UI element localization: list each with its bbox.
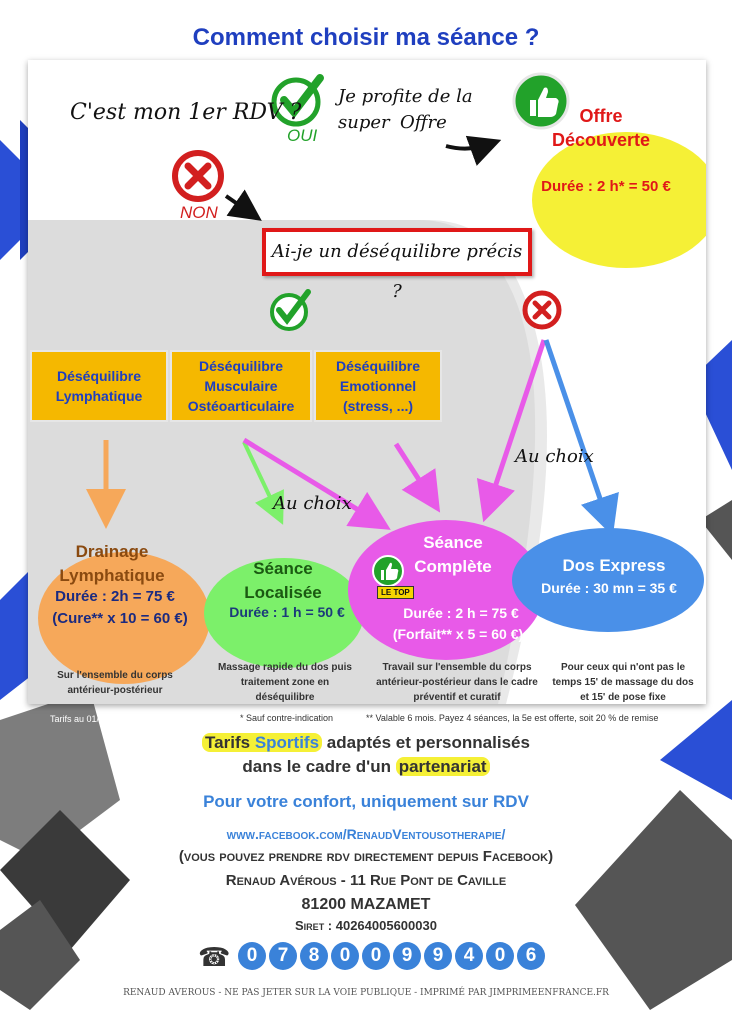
flow-shapes	[28, 60, 706, 704]
phone-digit: 0	[362, 942, 390, 970]
phone-digit: 0	[486, 942, 514, 970]
offer-title: Offre Découverte	[540, 104, 662, 152]
arrow-complete-3	[476, 339, 547, 523]
siret: Siret : 40264005600030	[295, 918, 437, 933]
drainage-description: Sur l'ensemble du corps antérieur-postér…	[57, 670, 173, 696]
category-line: (stress, ...)	[342, 398, 414, 414]
category-line: Emotionnel	[339, 378, 417, 394]
complete-description: Travail sur l'ensemble du corps antérieu…	[376, 662, 538, 703]
phone-digit: 7	[269, 942, 297, 970]
offer-title-line1: Offre	[579, 106, 623, 126]
tarifs-date: Tarifs au 01/07/2025	[50, 714, 132, 724]
super-offer-text: Je profite de la super	[338, 86, 473, 133]
phone-digit: 0	[331, 942, 359, 970]
category-line: Ostéoarticulaire	[187, 398, 295, 414]
localisee-duration: Durée : 1 h = 50 €	[229, 604, 345, 620]
express-cloud	[512, 528, 704, 632]
footnote-2: ** Valable 6 mois. Payez 4 séances, la 5…	[366, 713, 659, 723]
rdv-notice: Pour votre confort, uniquement sur RDV	[203, 792, 529, 811]
category-line: Musculaire	[204, 378, 278, 394]
choice-label: Au choix	[515, 446, 594, 467]
localisee-title: Séance Localisée	[228, 557, 338, 605]
sport-tarifs-rest: adaptés et personnalisés	[326, 733, 530, 752]
express-description: Pour ceux qui n'ont pas le temps 15' de …	[552, 662, 694, 703]
drainage-cure: (Cure** x 10 = 60 €)	[52, 610, 188, 627]
complete-cloud	[348, 520, 544, 660]
address: Renaud Avérous - 11 Rue Pont de Caville	[225, 872, 507, 889]
offer-cloud	[532, 132, 706, 268]
localisee-title-line2: Localisée	[244, 583, 322, 602]
footer-text: RENAUD AVEROUS - NE PAS JETER SUR LA VOI…	[123, 988, 609, 998]
complete-title-line1: Séance	[423, 533, 483, 552]
arrow-localisee	[242, 441, 284, 525]
phone-digit: 0	[238, 942, 266, 970]
drainage-title-line1: Drainage	[75, 542, 149, 561]
localisee-title-line1: Séance	[253, 559, 313, 578]
express-title: Dos Express	[562, 556, 666, 575]
drainage-duration: Durée : 2h = 75 €	[55, 588, 175, 605]
sportifs-word: Sportifs	[254, 733, 320, 752]
check-icon	[270, 289, 311, 331]
choice-label: Au choix	[273, 493, 352, 514]
phone-digit: 8	[300, 942, 328, 970]
express-duration: Durée : 30 mn = 35 €	[541, 580, 677, 596]
facebook-link[interactable]: www.facebook.com/RenaudVentousotherapie/	[226, 826, 506, 842]
offer-title-line2: Découverte	[551, 130, 651, 150]
imbalance-question: Ai-je un déséquilibre précis ?	[262, 228, 532, 302]
arrow-complete-1	[242, 437, 391, 530]
partnership-word: partenariat	[395, 757, 490, 776]
localisee-description: Massage rapide du dos puis traitement zo…	[218, 662, 352, 703]
white-wedge	[28, 60, 706, 704]
partnership-prefix: dans le cadre d'un	[242, 757, 391, 776]
phone-digit: 9	[424, 942, 452, 970]
page-title: Comment choisir ma séance ?	[192, 24, 540, 51]
drainage-title: Drainage Lymphatique	[42, 540, 182, 588]
footnote-1: * Sauf contre-indication	[240, 713, 334, 723]
phone-number[interactable]: 0 7 8 0 0 9 9 4 0 6	[238, 942, 545, 970]
facebook-note: (vous pouvez prendre rdv directement dep…	[178, 848, 554, 865]
sport-tarifs-line: Tarifs Sportifs adaptés et personnalisés	[0, 733, 732, 753]
drainage-title-line2: Lymphatique	[59, 566, 165, 585]
first-rdv-question: C'est mon 1er RDV ?	[70, 100, 302, 125]
phone-digit: 6	[517, 942, 545, 970]
le-top-badge: LE TOP	[377, 586, 414, 599]
partnership-line: dans le cadre d'un partenariat	[0, 757, 732, 777]
offer-price: Durée : 2 h* = 50 €	[541, 178, 671, 195]
yes-label: OUI	[287, 126, 318, 145]
arrow-express	[543, 339, 619, 537]
super-offer-text-2: Offre	[400, 112, 447, 133]
category-line: Lymphatique	[55, 388, 143, 404]
arrow-to-offer	[445, 135, 502, 166]
phone-digit: 9	[393, 942, 421, 970]
sport-tarifs-word: Tarifs	[205, 733, 251, 752]
phone-icon: ☎	[198, 942, 231, 972]
category-line: Déséquilibre	[56, 368, 141, 384]
phone-digit: 4	[455, 942, 483, 970]
arrow-non	[224, 189, 262, 221]
cross-icon	[172, 150, 224, 202]
category-line: Déséquilibre	[335, 358, 421, 374]
city: 81200 MAZAMET	[301, 896, 431, 913]
localisee-cloud	[204, 558, 364, 668]
check-icon	[271, 74, 324, 127]
complete-duration: Durée : 2 h = 75 €	[403, 605, 519, 621]
category-line: Déséquilibre	[198, 358, 283, 374]
arrow-complete-2	[393, 442, 441, 513]
complete-forfait: (Forfait** x 5 = 60 €)	[392, 626, 524, 642]
thumbs-up-icon	[512, 72, 570, 130]
complete-title: Séance Complète	[388, 531, 518, 579]
complete-title-line2: Complète	[414, 557, 492, 576]
cross-icon	[522, 290, 562, 330]
drainage-cloud	[38, 552, 210, 684]
no-label: NON	[180, 203, 218, 222]
